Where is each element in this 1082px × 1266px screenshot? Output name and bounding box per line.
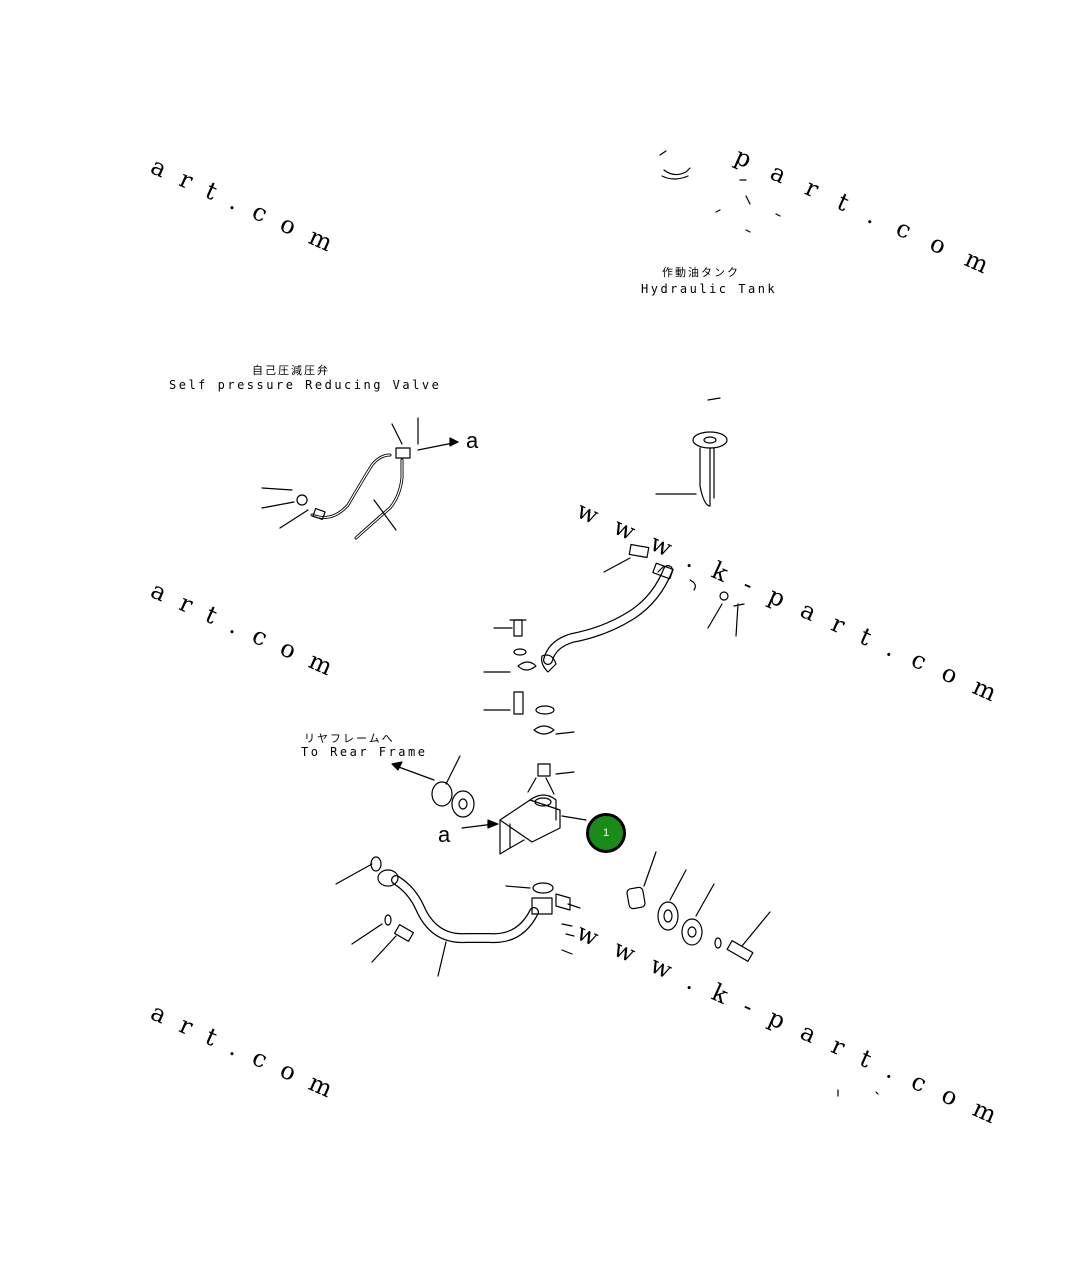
- hydraulic-tank-label-jp: 作動油タンク: [662, 266, 740, 279]
- reference-letter-a-top: a: [466, 428, 479, 453]
- tank-outlet-pipe: [655, 397, 728, 507]
- rear-frame-label-en: To Rear Frame: [301, 745, 428, 759]
- pin-and-bolt-assembly: [626, 851, 771, 962]
- middle-hose-assembly: [483, 543, 745, 795]
- hydraulic-tank-fragment: [659, 150, 781, 233]
- reference-letter-a-bottom: a: [438, 822, 451, 847]
- reducing-valve-label-jp: 自己圧減圧弁: [252, 364, 330, 377]
- lower-hose-assembly: [335, 856, 581, 977]
- mounting-block: [431, 781, 587, 855]
- corner-mark: [837, 1089, 879, 1097]
- valve-hose-assembly: [261, 417, 459, 540]
- reducing-valve-label-en: Self pressure Reducing Valve: [169, 378, 442, 392]
- rear-frame-label-jp: リヤフレームへ: [304, 732, 395, 745]
- hydraulic-tank-label-en: Hydraulic Tank: [641, 282, 778, 296]
- part-callout-1[interactable]: 1: [586, 813, 626, 853]
- rear-frame-arrow: [391, 755, 461, 785]
